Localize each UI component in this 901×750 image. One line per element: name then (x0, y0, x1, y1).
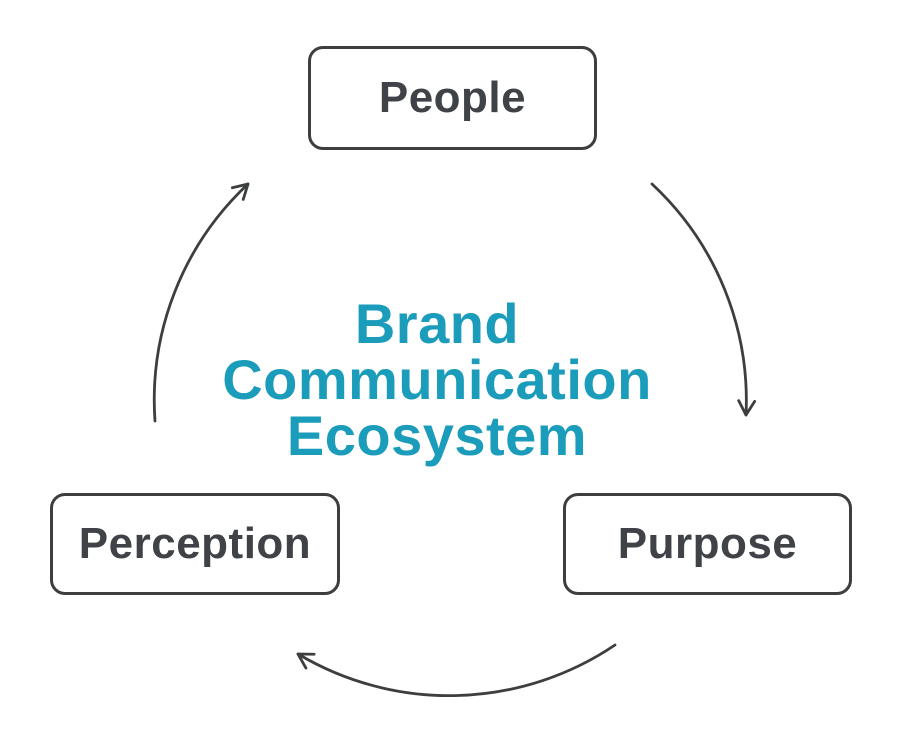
diagram-title-line-3: Ecosystem (286, 404, 588, 467)
arrow-perception-to-people (152, 182, 250, 423)
arrow-people-to-purpose (650, 182, 757, 417)
diagram-title: Brand Communication Ecosystem (187, 296, 687, 464)
node-purpose: Purpose (563, 493, 852, 595)
diagram-title-line-2: Communication (222, 348, 652, 411)
diagram-title-line-1: Brand (354, 292, 520, 355)
node-people: People (308, 46, 597, 150)
node-perception-label: Perception (78, 519, 312, 568)
node-perception: Perception (50, 493, 340, 595)
node-people-label: People (378, 73, 527, 122)
arrow-purpose-to-perception (296, 643, 617, 698)
node-purpose-label: Purpose (617, 519, 798, 568)
